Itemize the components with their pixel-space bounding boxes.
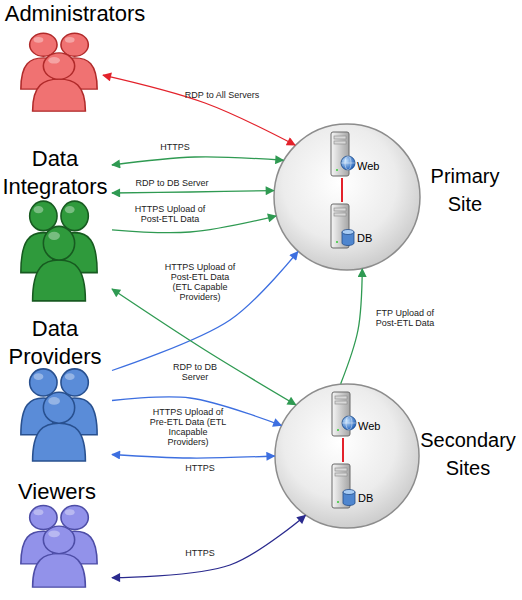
group-name: Viewers [1, 478, 113, 506]
server-link [342, 438, 344, 462]
site-circle: Primary SiteWebDB [272, 122, 422, 272]
site-disc [275, 384, 419, 528]
user-group: Administrators [15, 30, 103, 112]
server-name: DB [357, 232, 387, 245]
connector-label: HTTPS Upload of Pre-ETL Data (ETL Incapa… [149, 407, 227, 447]
connector-arrow [112, 191, 274, 193]
db-server: DB [329, 462, 385, 510]
server-link [341, 178, 343, 202]
web-server: Web [329, 390, 385, 438]
people-figures [21, 505, 97, 587]
db-server: DB [328, 202, 384, 250]
server-icon [329, 462, 357, 510]
people-icon [15, 502, 103, 588]
user-group: Data Integrators [8, 145, 112, 305]
server-tower [331, 132, 355, 176]
group-name: Data Providers [0, 315, 111, 371]
server-name: DB [358, 492, 388, 505]
people-figures [21, 33, 97, 111]
server-icon [328, 130, 356, 178]
connector-label: HTTPS Upload of Post-ETL Data (ETL Capab… [160, 262, 240, 302]
group-name: Data Integrators [0, 145, 111, 201]
connector-label: HTTPS [175, 463, 225, 473]
connector-arrow [112, 455, 275, 459]
people-icon [15, 197, 103, 302]
site-disc [274, 124, 420, 270]
server-name: Web [357, 160, 387, 173]
connector-label: RDP to DB Server [165, 362, 225, 382]
user-group: Data Providers [8, 315, 112, 465]
site-name: Primary Site [425, 162, 505, 218]
group-name: Administrators [0, 0, 155, 28]
connector-arrow [341, 269, 363, 384]
connector-arrow [112, 289, 296, 405]
server-icon [329, 390, 357, 438]
people-icon [15, 365, 103, 462]
connector-label: HTTPS [175, 548, 225, 558]
site-circle: Secondary SitesWebDB [273, 382, 421, 530]
connector-arrow [112, 515, 305, 577]
user-group: Viewers [8, 478, 112, 590]
server-tower [331, 204, 354, 248]
connector-arrow [112, 157, 283, 165]
connector-arrow [103, 75, 295, 145]
people-figures [21, 201, 97, 301]
web-server: Web [328, 130, 384, 178]
connector-arrow [112, 252, 298, 371]
connector-label: HTTPS [150, 142, 200, 152]
connector-label: RDP to DB Server [127, 178, 217, 188]
server-icon [328, 202, 356, 250]
server-name: Web [358, 420, 388, 433]
server-tower [332, 464, 355, 508]
people-figures [21, 369, 97, 461]
people-icon [15, 30, 103, 112]
connector-label: RDP to All Servers [172, 90, 272, 100]
connector-label: HTTPS Upload of Post-ETL Data [130, 204, 210, 224]
connector-label: FTP Upload of Post-ETL Data [370, 308, 440, 328]
server-tower [332, 392, 356, 436]
site-name: Secondary Sites [416, 426, 520, 482]
